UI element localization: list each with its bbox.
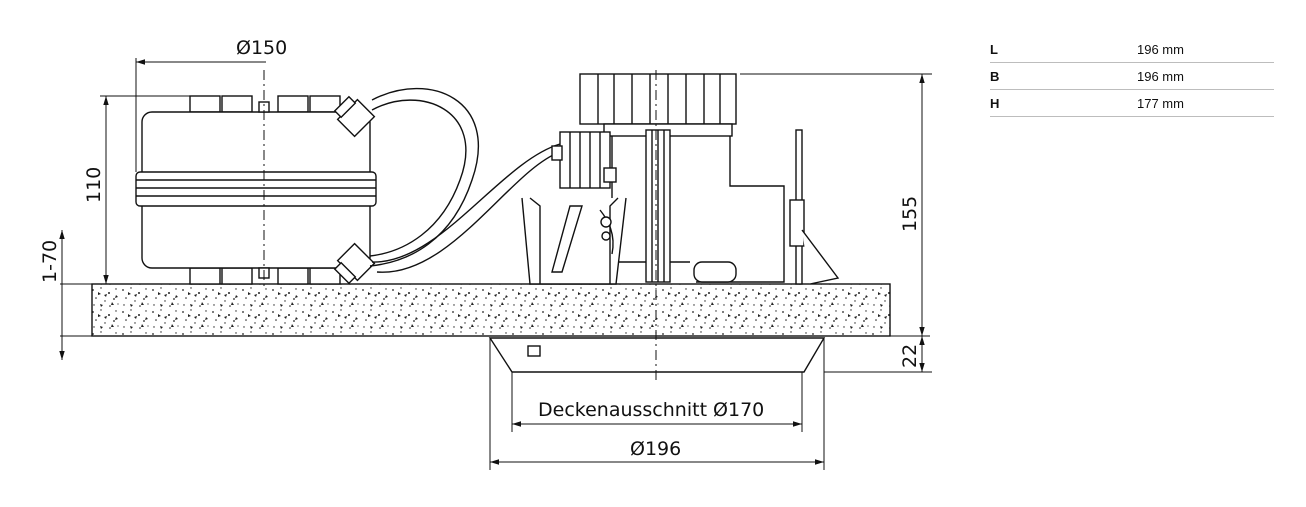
dimension-diameter-196: Ø196 <box>630 438 681 460</box>
dimension-height-110: 110 <box>83 167 105 203</box>
dimension-ceiling-cutout: Deckenausschnitt Ø170 <box>538 399 764 421</box>
downlight-luminaire <box>521 73 840 285</box>
spec-key: H <box>990 89 1137 117</box>
table-row: H 177 mm <box>990 89 1274 117</box>
dimension-height-22: 22 <box>899 344 921 368</box>
spec-value: 196 mm <box>1137 36 1274 63</box>
spec-key: B <box>990 62 1137 90</box>
trim-ring <box>488 70 826 380</box>
cable-glands <box>333 95 376 285</box>
concrete-ceiling-slab <box>60 283 930 337</box>
spec-key: L <box>990 36 1137 63</box>
table-row: L 196 mm <box>990 36 1274 63</box>
dimension-height-155: 155 <box>899 196 921 232</box>
junction-box <box>135 70 377 290</box>
spec-value: 196 mm <box>1137 62 1274 90</box>
table-row: B 196 mm <box>990 62 1274 90</box>
dimensions-table: L 196 mm B 196 mm H 177 mm <box>990 36 1274 117</box>
dimension-diameter-150: Ø150 <box>236 37 287 59</box>
spec-value: 177 mm <box>1137 89 1274 117</box>
connection-cables <box>369 87 561 273</box>
dimension-range-1-70: 1-70 <box>39 240 61 283</box>
dimension-lines <box>59 58 932 470</box>
